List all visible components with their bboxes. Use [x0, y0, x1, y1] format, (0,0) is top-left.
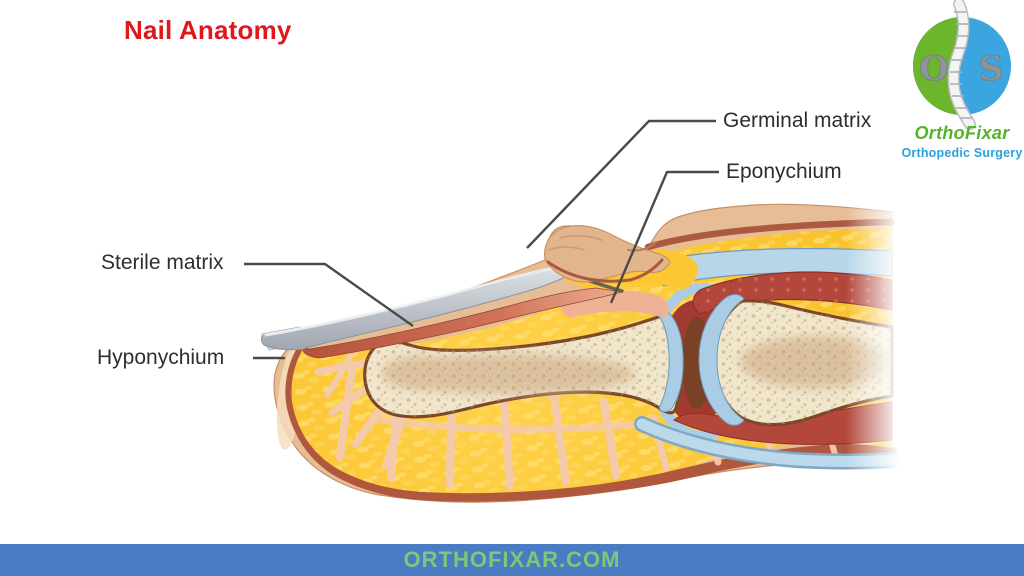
fade-overlay	[846, 185, 1024, 530]
label-germinal-matrix: Germinal matrix	[723, 109, 872, 132]
leader-eponychium	[609, 170, 719, 304]
leader-germinal-matrix	[526, 119, 716, 249]
orthofixar-logo: O S OrthoFixar Orthopedic Surgery	[900, 0, 1024, 170]
leader-lines	[244, 119, 719, 360]
label-eponychium: Eponychium	[726, 160, 842, 183]
distal-phalanx-bone	[363, 312, 683, 419]
label-sterile-matrix: Sterile matrix	[101, 251, 224, 274]
page-title: Nail Anatomy	[124, 15, 292, 45]
nail-plate	[260, 264, 572, 351]
label-hyponychium: Hyponychium	[97, 346, 225, 369]
footer-site-text: ORTHOFIXAR.COM	[403, 547, 621, 572]
spine-icon	[947, 0, 976, 130]
nail-bed	[302, 287, 623, 359]
leader-sterile-matrix	[244, 262, 414, 327]
logo-mark: O S	[913, 0, 1011, 130]
logo-brand-name: OrthoFixar	[914, 123, 1010, 143]
proximal-nail-fold	[544, 225, 671, 283]
monogram-s: S	[979, 49, 1004, 89]
logo-tagline: Orthopedic Surgery	[901, 146, 1023, 160]
monogram-o: O	[919, 49, 949, 89]
footer-bar: ORTHOFIXAR.COM	[0, 544, 1024, 576]
